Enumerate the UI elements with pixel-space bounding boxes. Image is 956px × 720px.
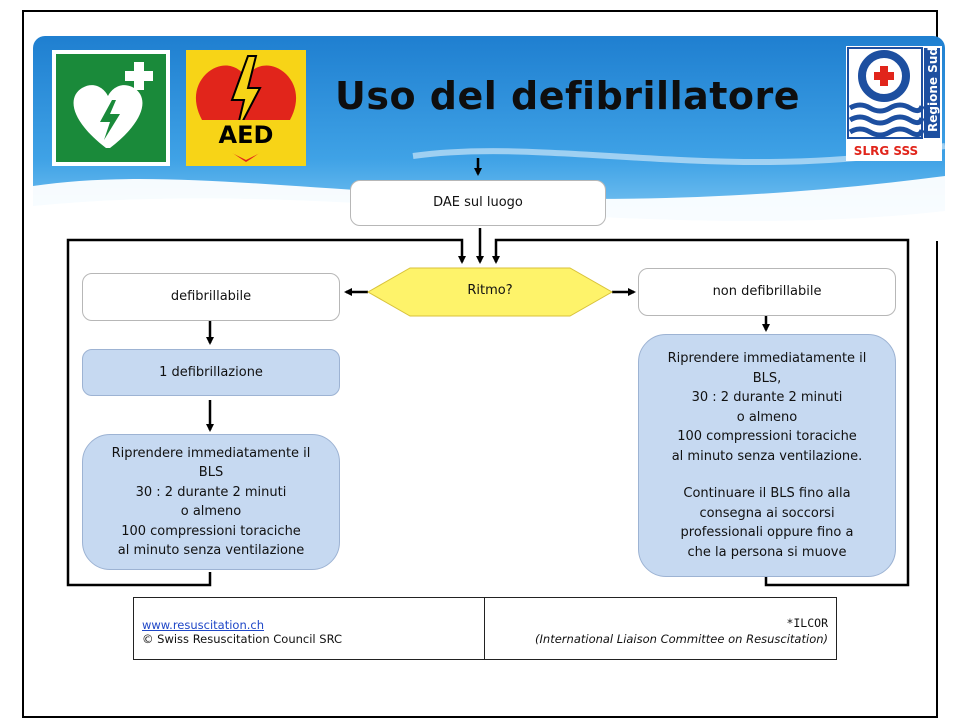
region-label: Regione Sud <box>926 47 940 132</box>
branch-shockable: defibrillabile <box>82 273 340 321</box>
resume-left-line: 30 : 2 durante 2 minuti <box>135 484 287 500</box>
resume-left-line: BLS <box>198 465 224 480</box>
copyright-text: © Swiss Resuscitation Council SRC <box>142 632 343 646</box>
slrg-logo-icon: Regione Sud SLRG SSS <box>846 46 942 161</box>
resume-right-line: 100 compressioni toraciche <box>677 429 857 444</box>
ilcor-label: *ILCOR <box>786 616 828 630</box>
resume-right-line: professionali oppure fino a <box>680 525 854 540</box>
resume-right-line: consegna ai soccorsi <box>699 505 835 521</box>
decision-ritmo: Ritmo? <box>410 276 570 306</box>
step-resume-bls-left: Riprendere immediatamente il BLS 30 : 2 … <box>82 434 340 570</box>
aed-heart-logo-icon: AED <box>186 50 306 166</box>
resume-right-line: Riprendere immediatamente il <box>667 351 867 366</box>
branch-shockable-label: defibrillabile <box>170 289 252 305</box>
resume-right-line: BLS, <box>752 370 782 386</box>
resume-right-line: al minuto senza ventilazione. <box>671 448 863 464</box>
resume-left-line: al minuto senza ventilazione <box>117 543 305 558</box>
ilcor-full-name: (International Liaison Committee on Resu… <box>535 632 828 646</box>
step-one-shock-label: 1 defibrillazione <box>159 364 263 380</box>
resume-right-line: 30 : 2 durante 2 minuti <box>691 390 843 405</box>
step-one-shock: 1 defibrillazione <box>82 349 340 396</box>
decision-shape <box>366 267 614 317</box>
resume-left-line: Riprendere immediatamente il <box>111 445 311 461</box>
step-resume-bls-right: Riprendere immediatamente il BLS, 30 : 2… <box>638 334 896 577</box>
page-title: Uso del defibrillatore <box>335 74 801 118</box>
step-dae-on-site: DAE sul luogo <box>350 180 606 226</box>
step-dae-label: DAE sul luogo <box>433 195 523 211</box>
resume-right-line: Continuare il BLS fino alla <box>683 486 851 501</box>
aed-badge-text: AED <box>219 121 274 149</box>
ilcor-full-text: (International Liaison Committee on Resu… <box>535 632 828 646</box>
green-heart-sign-icon <box>52 50 170 166</box>
resuscitation-link[interactable]: www.resuscitation.ch <box>142 618 265 632</box>
slrg-label: SLRG SSS <box>854 144 918 158</box>
resume-right-line: che la persona si muove <box>687 544 847 560</box>
decision-label: Ritmo? <box>467 283 513 299</box>
resume-left-line: o almeno <box>180 504 242 519</box>
footer-divider <box>484 598 485 659</box>
resume-left-line: 100 compressioni toraciche <box>121 523 301 539</box>
resume-right-line: o almeno <box>736 409 798 425</box>
footer-credits: www.resuscitation.ch © Swiss Resuscitati… <box>133 597 837 660</box>
branch-non-shockable-label: non defibrillabile <box>712 284 822 300</box>
branch-non-shockable: non defibrillabile <box>638 268 896 316</box>
